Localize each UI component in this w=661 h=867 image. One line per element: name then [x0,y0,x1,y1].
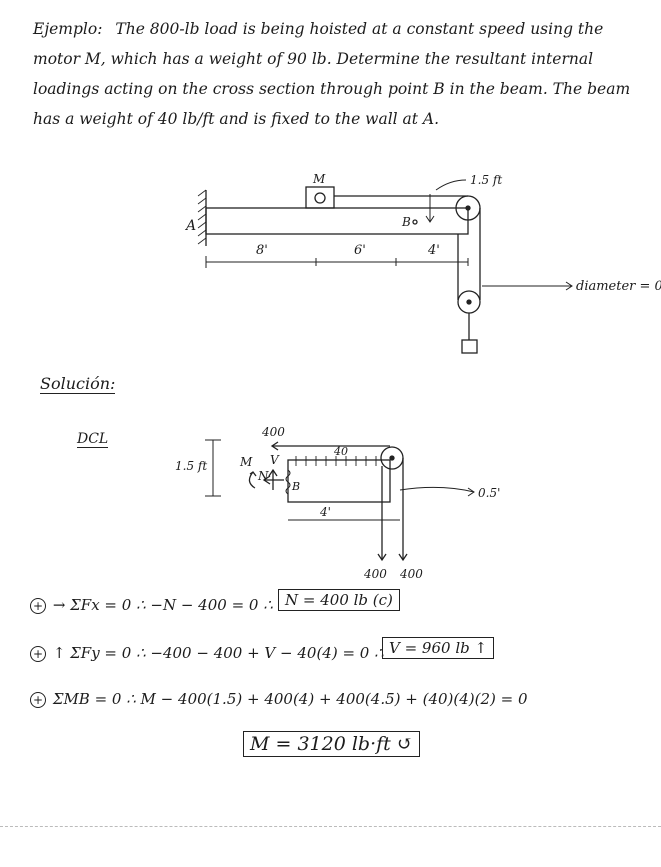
motor-drum [314,192,326,204]
cut-section [285,469,291,495]
fbd-height: 1.5 ft [175,459,207,473]
fbd-label-v: V [270,453,280,467]
equation-sum-fx: + → ΣFx = 0 ∴ −N − 400 = 0 ∴ [30,596,273,614]
beam [205,207,469,235]
figure-beam-setup [197,179,573,354]
dim-6: 6' [354,243,366,258]
equation-sum-mb: + ΣMB = 0 ∴ M − 400(1.5) + 400(4) + 400(… [30,690,528,708]
label-height: 1.5 ft [470,173,502,187]
fbd-down-force-2: 400 [399,567,423,581]
sign-convention-icon: + [30,646,47,662]
page-bottom-divider [0,826,661,827]
sign-convention-icon: + [30,692,47,708]
problem-text: The 800-lb load is being hoisted at a co… [33,20,631,128]
fbd-dist-load: 40 [333,445,348,458]
wall-hatching [197,189,207,245]
result-shear-force: V = 960 lb ↑ [382,637,495,659]
fbd-beam [287,459,391,503]
result-normal-force: N = 400 lb (c) [278,589,400,611]
example-label: Ejemplo: [33,20,103,38]
fbd-radius-note: 0.5' [478,486,500,500]
dcl-label: DCL [77,431,109,448]
label-a: A [184,218,196,234]
moment-arrow [248,471,256,489]
diameter-note: diameter = 0.5 ft [576,279,661,294]
load-block [461,339,478,354]
fbd-dim-4: 4' [319,505,331,519]
distributed-load [295,456,377,466]
fbd-label-b: B [291,480,300,493]
label-b: B [401,215,411,229]
equation-sum-fy: + ↑ ΣFy = 0 ∴ −400 − 400 + V − 40(4) = 0… [30,644,384,662]
radius-leader [399,486,475,493]
height-leader [435,179,467,191]
fbd-down-force-1: 400 [363,567,387,581]
figure-free-body [205,439,475,562]
motor-box [305,186,335,209]
fbd-top-force: 400 [261,425,285,439]
solution-heading: Solución: [40,374,116,394]
dim-4: 4' [427,243,440,258]
label-motor: M [312,172,326,186]
fbd-label-m: M [239,455,253,469]
fbd-label-n: N [257,469,269,483]
sign-convention-icon: + [30,598,47,614]
point-b-dot [412,219,418,225]
problem-statement: Ejemplo: The 800-lb load is being hoiste… [33,14,643,134]
dim-8: 8' [256,243,268,258]
result-moment: M = 3120 lb·ft ↺ [243,731,420,757]
